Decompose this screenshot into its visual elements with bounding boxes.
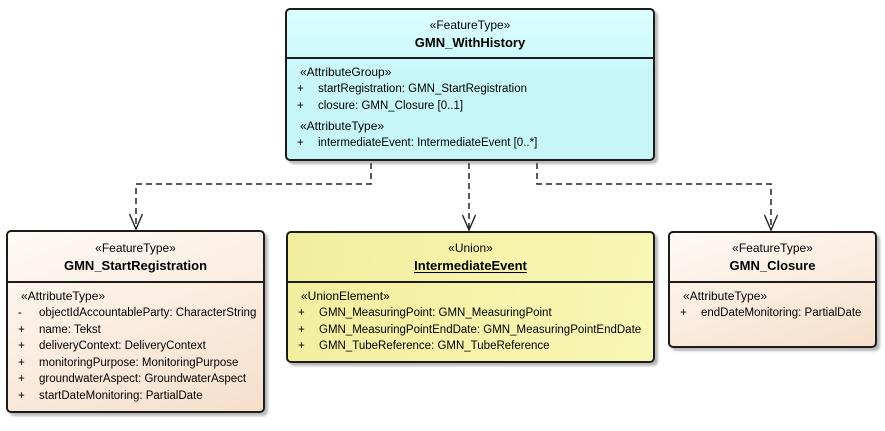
attribute-text: groundwaterAspect: GroundwaterAspect bbox=[39, 373, 247, 386]
section-header: «AttributeType» bbox=[683, 289, 768, 303]
class-gmn-closure[interactable]: «FeatureType» GMN_Closure «AttributeType… bbox=[668, 231, 877, 348]
stereotype-label: «FeatureType» bbox=[95, 240, 176, 255]
attribute-row: + intermediateEvent: IntermediateEvent [… bbox=[287, 135, 653, 152]
stereotype-label: «FeatureType» bbox=[429, 17, 511, 32]
attribute-text: startRegistration: GMN_StartRegistration bbox=[318, 83, 527, 95]
attributes-compartment: «UnionElement» + GMN_MeasuringPoint: GMN… bbox=[288, 281, 653, 355]
stereotype-label: «FeatureType» bbox=[732, 241, 813, 255]
visibility-marker: + bbox=[297, 137, 304, 150]
dependency-connector-closure[interactable] bbox=[536, 163, 779, 232]
visibility-marker: + bbox=[680, 307, 687, 319]
open-arrowhead-icon bbox=[461, 214, 477, 232]
class-name: GMN_StartRegistration bbox=[63, 257, 208, 273]
attribute-text: GMN_MeasuringPoint: GMN_MeasuringPoint bbox=[319, 307, 552, 319]
section-header: «UnionElement» bbox=[301, 289, 390, 303]
visibility-marker: - bbox=[18, 307, 22, 319]
visibility-marker: + bbox=[18, 373, 25, 386]
attribute-section: «AttributeType» - objectIdAccountablePar… bbox=[8, 288, 263, 405]
stereotype-label: «Union» bbox=[448, 241, 493, 255]
class-name: IntermediateEvent bbox=[414, 258, 527, 273]
attributes-compartment: «AttributeType» + endDateMonitoring: Par… bbox=[670, 281, 875, 322]
connector-line bbox=[135, 163, 372, 229]
class-gmn-withhistory[interactable]: «FeatureType» GMN_WithHistory «Attribute… bbox=[285, 8, 655, 161]
attribute-row: + startDateMonitoring: PartialDate bbox=[8, 388, 263, 405]
section-header: «AttributeType» bbox=[21, 289, 106, 303]
visibility-marker: + bbox=[297, 99, 304, 112]
attribute-text: startDateMonitoring: PartialDate bbox=[39, 389, 203, 402]
visibility-marker: + bbox=[18, 356, 25, 369]
visibility-marker: + bbox=[297, 83, 304, 95]
attribute-row: + GMN_MeasuringPoint: GMN_MeasuringPoint bbox=[288, 305, 653, 322]
attribute-row: + GMN_MeasuringPointEndDate: GMN_Measuri… bbox=[288, 322, 653, 339]
attribute-row: + closure: GMN_Closure [0..1] bbox=[287, 98, 653, 115]
class-gmn-startregistration[interactable]: «FeatureType» GMN_StartRegistration «Att… bbox=[6, 230, 265, 413]
attribute-text: GMN_MeasuringPointEndDate: GMN_Measuring… bbox=[319, 323, 642, 336]
visibility-marker: + bbox=[18, 340, 25, 353]
visibility-marker: + bbox=[298, 307, 305, 319]
class-name: GMN_Closure bbox=[729, 258, 816, 273]
attribute-text: objectIdAccountableParty: CharacterStrin… bbox=[39, 307, 257, 319]
visibility-marker: + bbox=[18, 323, 25, 336]
attribute-row: + deliveryContext: DeliveryContext bbox=[8, 338, 263, 355]
class-title-compartment: «FeatureType» GMN_Closure bbox=[670, 233, 875, 281]
visibility-marker: + bbox=[298, 340, 305, 353]
section-header: «AttributeType» bbox=[300, 119, 385, 134]
attribute-row: + GMN_TubeReference: GMN_TubeReference bbox=[288, 338, 653, 355]
class-name: GMN_WithHistory bbox=[414, 34, 526, 50]
attribute-text: closure: GMN_Closure [0..1] bbox=[318, 99, 464, 112]
attribute-section: «AttributeType» + endDateMonitoring: Par… bbox=[670, 288, 875, 322]
attribute-row: + groundwaterAspect: GroundwaterAspect bbox=[8, 371, 263, 388]
attribute-row: + monitoringPurpose: MonitoringPurpose bbox=[8, 355, 263, 372]
class-title-compartment: «FeatureType» GMN_StartRegistration bbox=[8, 232, 263, 281]
section-header: «AttributeGroup» bbox=[300, 65, 392, 79]
attribute-row: + startRegistration: GMN_StartRegistrati… bbox=[287, 81, 653, 98]
attributes-compartment: «AttributeType» - objectIdAccountablePar… bbox=[8, 281, 263, 405]
dependency-connector-intermediateevent[interactable] bbox=[461, 163, 477, 232]
attribute-text: name: Tekst bbox=[39, 323, 101, 336]
attribute-text: monitoringPurpose: MonitoringPurpose bbox=[39, 356, 239, 369]
open-arrowhead-icon bbox=[128, 213, 144, 231]
dependency-connector-startregistration[interactable] bbox=[128, 163, 372, 231]
class-title-compartment: «FeatureType» GMN_WithHistory bbox=[287, 10, 653, 57]
connector-line bbox=[536, 163, 772, 230]
attribute-section: «AttributeType» + intermediateEvent: Int… bbox=[287, 118, 653, 152]
attribute-section: «UnionElement» + GMN_MeasuringPoint: GMN… bbox=[288, 288, 653, 355]
visibility-marker: + bbox=[298, 323, 305, 336]
attribute-row: - objectIdAccountableParty: CharacterStr… bbox=[8, 305, 263, 322]
open-arrowhead-icon bbox=[763, 214, 779, 232]
attributes-compartment: «AttributeGroup» + startRegistration: GM… bbox=[287, 57, 653, 152]
attribute-text: endDateMonitoring: PartialDate bbox=[701, 307, 862, 319]
attribute-text: GMN_TubeReference: GMN_TubeReference bbox=[319, 340, 550, 353]
class-intermediateevent[interactable]: «Union» IntermediateEvent «UnionElement»… bbox=[286, 231, 655, 363]
attribute-row: + name: Tekst bbox=[8, 322, 263, 339]
attribute-row: + endDateMonitoring: PartialDate bbox=[670, 305, 875, 322]
attribute-text: intermediateEvent: IntermediateEvent [0.… bbox=[318, 137, 538, 150]
visibility-marker: + bbox=[18, 389, 25, 402]
class-title-compartment: «Union» IntermediateEvent bbox=[288, 233, 653, 281]
attribute-section: «AttributeGroup» + startRegistration: GM… bbox=[287, 64, 653, 114]
attribute-text: deliveryContext: DeliveryContext bbox=[39, 340, 206, 353]
